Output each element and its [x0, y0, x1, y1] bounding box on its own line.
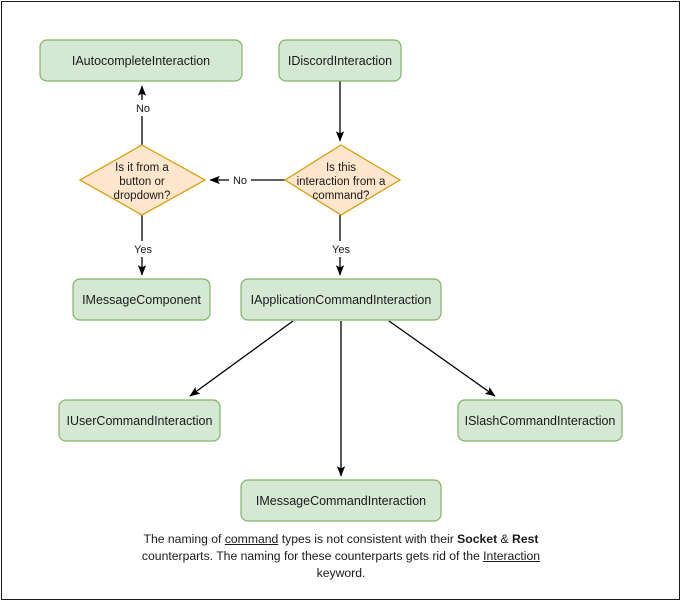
- node-application-command-interaction[interactable]: IApplicationCommandInteraction: [240, 278, 442, 321]
- node-user-command-interaction[interactable]: IUserCommandInteraction: [58, 399, 221, 442]
- node-label-application-command-interaction: IApplicationCommandInteraction: [251, 293, 432, 307]
- edge-button-decision-to-autocomplete: No: [131, 85, 155, 145]
- caption-line-1-suffix: types is not consistent with their: [278, 532, 454, 546]
- edge-command-decision-to-button-decision: No: [209, 172, 285, 188]
- caption-term-socket: Socket: [457, 532, 498, 546]
- caption-term-interaction: Interaction: [483, 549, 541, 563]
- edge-button-decision-to-message-component: Yes: [129, 215, 157, 276]
- node-label-autocomplete-interaction: IAutocompleteInteraction: [72, 54, 210, 68]
- node-label-message-command-interaction: IMessageCommandInteraction: [256, 494, 426, 508]
- caption-term-rest: Rest: [512, 532, 539, 546]
- decision-command-line-3: command?: [313, 190, 370, 202]
- edge-label-yes-application-command: Yes: [332, 244, 350, 256]
- caption-term-command: command: [224, 532, 279, 546]
- diagram-caption: The naming of command types is not consi…: [120, 531, 562, 582]
- edge-label-no-autocomplete: No: [136, 103, 150, 115]
- node-autocomplete-interaction[interactable]: IAutocompleteInteraction: [39, 39, 243, 82]
- decision-button-line-3: dropdown?: [114, 190, 171, 202]
- edge-label-no-button: No: [233, 175, 247, 187]
- edge-application-command-to-slash-command: [388, 320, 496, 397]
- caption-line-3-suffix: keyword.: [316, 566, 366, 580]
- caption-line-2-suffix: counterparts. The naming for these: [141, 549, 332, 563]
- node-label-message-component: IMessageComponent: [82, 293, 201, 307]
- node-slash-command-interaction[interactable]: ISlashCommandInteraction: [457, 399, 623, 442]
- node-message-command-interaction[interactable]: IMessageCommandInteraction: [240, 479, 442, 522]
- node-discord-interaction[interactable]: IDiscordInteraction: [278, 39, 402, 82]
- caption-ampersand: &: [497, 532, 513, 546]
- decision-button-line-1: Is it from a: [115, 162, 169, 174]
- node-message-component[interactable]: IMessageComponent: [72, 278, 211, 321]
- edge-application-command-to-user-command: [189, 320, 294, 397]
- decision-command-line-2: interaction from a: [297, 176, 386, 188]
- decision-button-line-2: button or: [119, 176, 165, 188]
- node-label-slash-command-interaction: ISlashCommandInteraction: [465, 414, 616, 428]
- node-decision-button-or-dropdown[interactable]: Is it from a button or dropdown?: [78, 144, 207, 216]
- decision-command-line-1: Is this: [326, 162, 356, 174]
- caption-line-1-prefix: The naming of: [143, 532, 225, 546]
- edge-label-yes-message-component: Yes: [134, 244, 152, 256]
- edge-command-decision-to-application-command: Yes: [327, 215, 355, 276]
- node-label-discord-interaction: IDiscordInteraction: [288, 54, 392, 68]
- node-decision-from-command[interactable]: Is this interaction from a command?: [283, 144, 402, 216]
- node-label-user-command-interaction: IUserCommandInteraction: [67, 414, 213, 428]
- caption-line-3-prefix: counterparts gets rid of the: [334, 549, 484, 563]
